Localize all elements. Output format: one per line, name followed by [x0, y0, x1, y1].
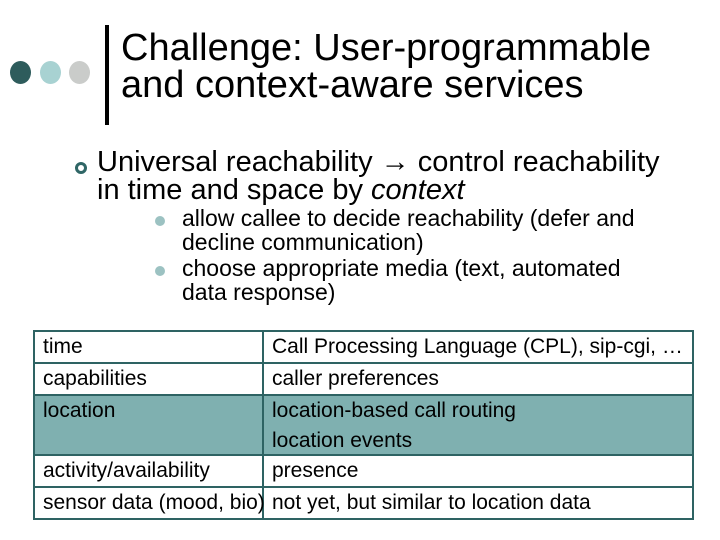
- table-row: time Call Processing Language (CPL), sip…: [35, 332, 692, 364]
- level2-bullet-icon: [155, 266, 165, 276]
- title-divider-line: [105, 25, 109, 125]
- sub-bullet-2-line1: choose appropriate media (text, automate…: [182, 255, 621, 281]
- page-title-line2: and context-aware services: [121, 64, 584, 106]
- table-cell-key: time: [35, 332, 264, 362]
- main-bullet-line2-text: in time and space by: [97, 174, 372, 206]
- main-bullet-line1: Universal reachability → control reachab…: [97, 146, 660, 178]
- table-cell-value: caller preferences: [264, 364, 692, 394]
- level1-bullet-icon: [75, 162, 87, 174]
- main-bullet-line2: in time and space by context: [97, 174, 660, 206]
- sub-bullet-1-line2: decline communication): [182, 229, 424, 255]
- dot-light-teal-icon: [40, 61, 61, 84]
- table-cell-value: Call Processing Language (CPL), sip-cgi,…: [264, 332, 692, 362]
- sub-bullet-text: allow callee to decide reachability (def…: [182, 206, 635, 254]
- page-title-line1: Challenge: User-programmable: [121, 27, 652, 69]
- sub-bullet-1-line1: allow callee to decide reachability (def…: [182, 205, 635, 231]
- table-cell-value-line: presence: [272, 459, 359, 482]
- page-title: Challenge: User-programmable and context…: [121, 27, 652, 106]
- sub-bullet-text: choose appropriate media (text, automate…: [182, 256, 621, 304]
- table-cell-value: location-based call routing location eve…: [264, 396, 692, 454]
- table-cell-value-line: location events: [272, 429, 413, 452]
- table-row-highlighted: location location-based call routing loc…: [35, 396, 692, 456]
- table-cell-value-line: Call Processing Language (CPL), sip-cgi,…: [272, 335, 683, 358]
- table-row: sensor data (mood, bio) not yet, but sim…: [35, 488, 692, 518]
- table-cell-value-line: caller preferences: [272, 367, 439, 390]
- context-services-table: time Call Processing Language (CPL), sip…: [33, 330, 694, 520]
- table-cell-value: not yet, but similar to location data: [264, 488, 692, 518]
- table-cell-value: presence: [264, 456, 692, 486]
- main-bullet-emphasis: context: [371, 174, 465, 206]
- main-bullet-text: Universal reachability → control reachab…: [97, 146, 660, 206]
- table-cell-key: activity/availability: [35, 456, 264, 486]
- sub-bullet-2-line2: data response): [182, 279, 336, 305]
- table-cell-value-line: not yet, but similar to location data: [272, 491, 591, 514]
- dot-gray-icon: [69, 61, 90, 84]
- table-cell-key: sensor data (mood, bio): [35, 488, 265, 518]
- table-cell-key: capabilities: [35, 364, 264, 394]
- dot-dark-teal-icon: [10, 61, 31, 84]
- table-row: activity/availability presence: [35, 456, 692, 488]
- level2-bullet-icon: [155, 216, 165, 226]
- list-item: allow callee to decide reachability (def…: [153, 206, 635, 254]
- table-cell-key: location: [35, 396, 264, 454]
- list-item: choose appropriate media (text, automate…: [153, 256, 621, 304]
- table-cell-value-line: location-based call routing: [272, 399, 516, 422]
- table-row: capabilities caller preferences: [35, 364, 692, 396]
